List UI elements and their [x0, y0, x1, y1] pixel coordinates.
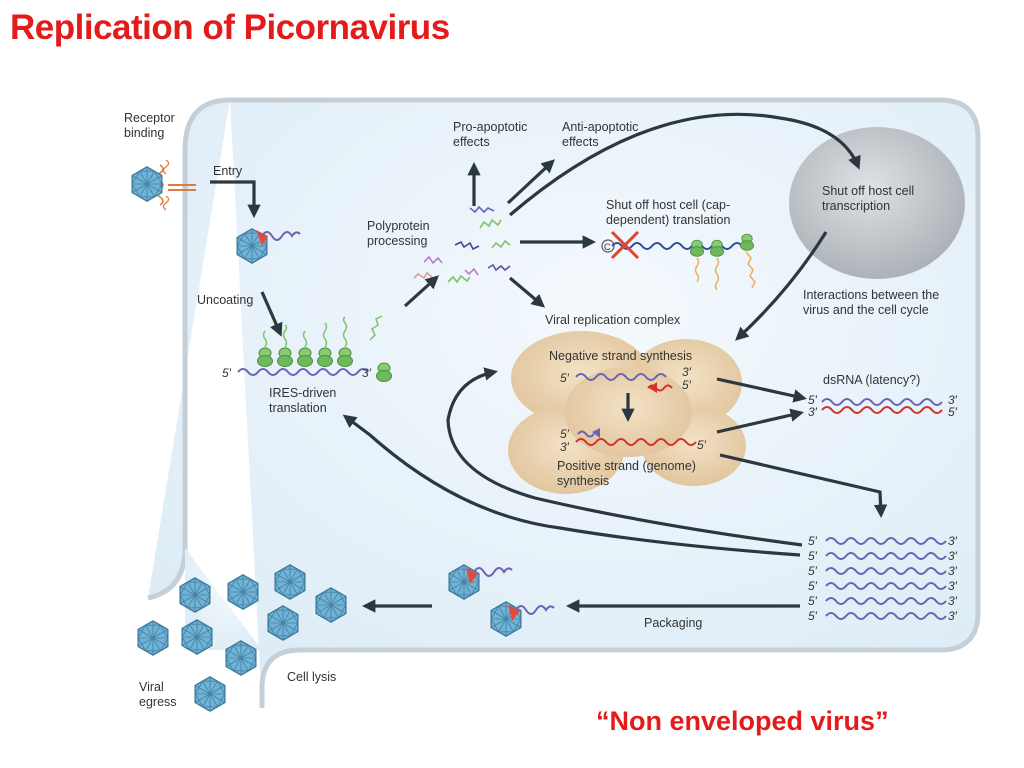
entry-label: Entry	[213, 164, 243, 178]
svg-text:5′: 5′	[222, 366, 232, 380]
shut-off-transcription-label: transcription	[822, 199, 890, 213]
ires-rna	[237, 368, 369, 376]
negative-strand-label: Negative strand synthesis	[549, 349, 692, 363]
ribosome	[690, 239, 704, 257]
ribosome	[710, 239, 724, 257]
caption: “Non enveloped virus”	[596, 706, 889, 737]
svg-text:3′: 3′	[682, 365, 692, 379]
cell-lysis-label: Cell lysis	[287, 670, 336, 684]
polyprotein-label: processing	[367, 234, 427, 248]
svg-text:5′: 5′	[808, 594, 818, 608]
ribosome	[337, 347, 353, 367]
host-nucleus	[789, 127, 965, 279]
svg-text:3′: 3′	[808, 405, 818, 419]
cap-symbol: C	[604, 242, 611, 252]
svg-text:3′: 3′	[948, 594, 958, 608]
shut-off-translation-label: dependent) translation	[606, 213, 730, 227]
svg-text:3′: 3′	[948, 393, 958, 407]
svg-text:3′: 3′	[362, 366, 372, 380]
svg-text:5′: 5′	[682, 378, 692, 392]
svg-text:5′: 5′	[808, 534, 818, 548]
caption-text: Non enveloped virus	[609, 706, 876, 736]
virion-receptor	[131, 166, 163, 202]
viral-egress-label: egress	[139, 695, 177, 709]
uncoating-label: Uncoating	[197, 293, 253, 307]
svg-text:5′: 5′	[808, 609, 818, 623]
anti-apoptotic-label: effects	[562, 135, 599, 149]
ribosome	[277, 347, 293, 367]
positive-strand-label: Positive strand (genome)	[557, 459, 696, 473]
ribosome	[376, 362, 392, 382]
close-quote: ”	[875, 706, 889, 736]
dsrna-label: dsRNA (latency?)	[823, 373, 920, 387]
polyprotein-label: Polyprotein	[367, 219, 430, 233]
interactions-label: Interactions between the	[803, 288, 939, 302]
host-mrna: C	[601, 230, 756, 291]
ribosome	[257, 347, 273, 367]
svg-text:5′: 5′	[808, 549, 818, 563]
pro-apoptotic-label: effects	[453, 135, 490, 149]
anti-apoptotic-label: Anti-apoptotic	[562, 120, 638, 134]
packaging-label: Packaging	[644, 616, 702, 630]
ribosome	[317, 347, 333, 367]
ribosome	[297, 347, 313, 367]
svg-text:5′: 5′	[808, 393, 818, 407]
svg-text:3′: 3′	[948, 534, 958, 548]
pro-apoptotic-label: Pro-apoptotic	[453, 120, 527, 134]
shut-off-transcription-label: Shut off host cell	[822, 184, 914, 198]
positive-strand-label: synthesis	[557, 474, 609, 488]
shut-off-translation-label: Shut off host cell (cap-	[606, 198, 730, 212]
open-quote: “	[596, 706, 610, 736]
replication-complex	[508, 331, 746, 494]
svg-text:3′: 3′	[560, 440, 570, 454]
svg-text:5′: 5′	[808, 564, 818, 578]
svg-text:3′: 3′	[948, 579, 958, 593]
pathway-arrows	[210, 112, 888, 613]
genome-strands	[825, 537, 947, 620]
svg-text:5′: 5′	[697, 438, 707, 452]
svg-text:5′: 5′	[948, 405, 958, 419]
viral-egress-label: Viral	[139, 680, 164, 694]
svg-text:3′: 3′	[948, 549, 958, 563]
svg-text:3′: 3′	[948, 609, 958, 623]
ribosome	[740, 233, 754, 251]
ires-label: translation	[269, 401, 327, 415]
replication-complex-label: Viral replication complex	[545, 313, 681, 327]
polyprotein-fragments	[413, 205, 511, 284]
receptor-binding-label: binding	[124, 126, 164, 140]
svg-text:5′: 5′	[560, 371, 570, 385]
svg-text:5′: 5′	[560, 427, 570, 441]
receptor	[156, 159, 196, 211]
svg-text:3′: 3′	[948, 564, 958, 578]
svg-text:5′: 5′	[808, 579, 818, 593]
strand-end-labels: 5′ 3′ 5′ 3′ 5′ 5′ 3′ 5′ 5′ 3′ 3′ 5′ 5′ 5…	[222, 365, 958, 623]
slide-title: Replication of Picornavirus	[10, 8, 450, 47]
ires-label: IRES-driven	[269, 386, 336, 400]
interactions-label: virus and the cell cycle	[803, 303, 929, 317]
receptor-binding-label: Receptor	[124, 111, 175, 125]
